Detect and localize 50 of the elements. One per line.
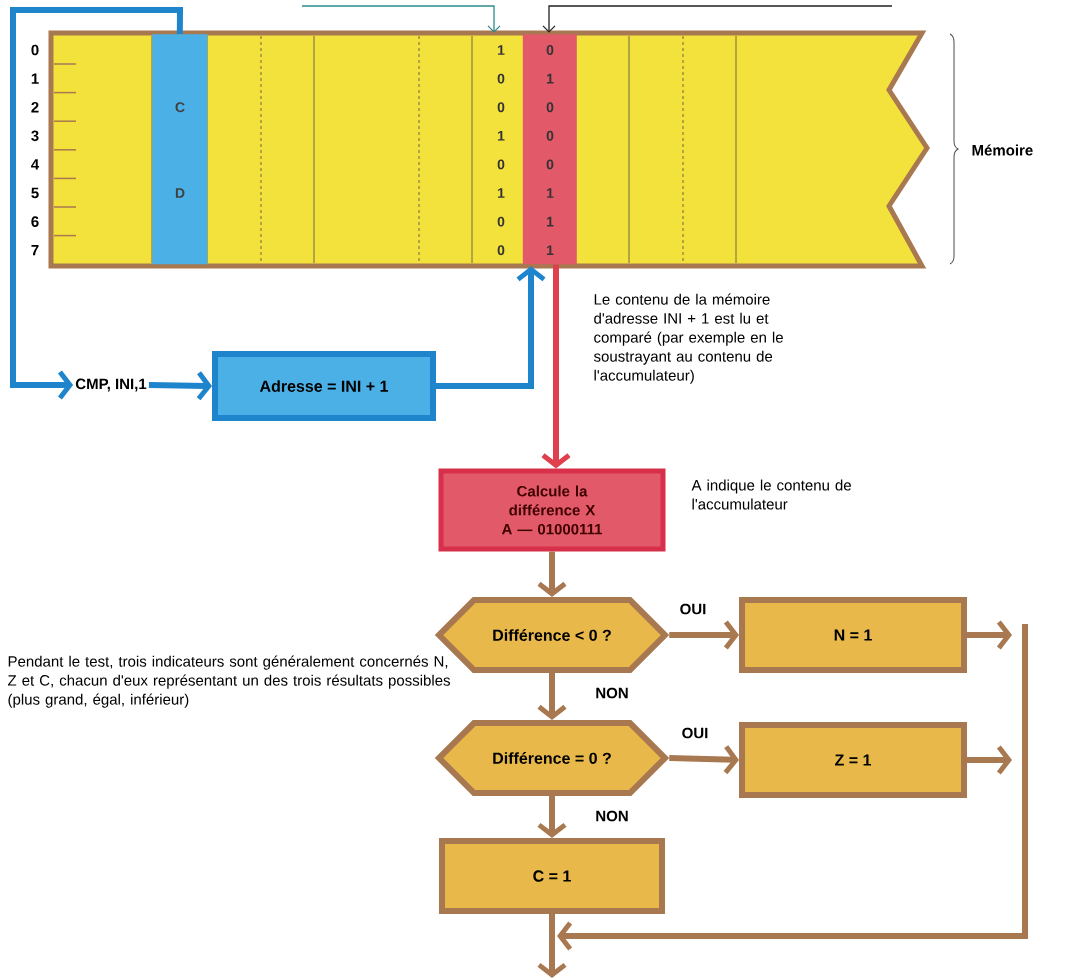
bit-digit: 1 [547,188,554,198]
arrow [537,914,567,978]
arrow [436,266,546,389]
bit-digit: 0 [497,159,505,170]
bit-digit: 0 [546,159,554,170]
memory-label: Mémoire [972,144,1033,156]
arrow [10,7,184,400]
column-letter: C [175,102,185,113]
column-letter: D [175,188,185,198]
note-text: Pendant le test, trois indicateurs sont généralement concernés N, Z et C, chacun d'eux représentant un des trois résultats possibles (plus grand, égal, inférieur) [8,655,450,708]
row-number: 0 [31,44,39,56]
bit-digit: 1 [547,216,554,227]
bit-digit: 0 [497,73,505,84]
arrow [301,5,501,33]
process-box: Adresse = INI + 1 [212,351,436,421]
decision-hexagon: Différence = 0 ? [434,720,670,796]
note-text: Le contenu de la mémoire d'adresse INI + 1 est lu et comparé (par exemple en le soustrayant au contenu de l'accumulateur) [593,293,783,384]
process-box: Calcule la différence X A — 01000111 [438,468,666,552]
bit-digit: 0 [497,245,505,256]
bit-digit: 1 [547,73,554,84]
bit-digit: 0 [497,216,505,227]
row-number: 6 [31,216,39,227]
edge-label: OUI [680,603,706,615]
row-number: 2 [31,101,39,113]
arrow [541,264,571,469]
process-box: N = 1 [739,597,967,673]
row-number: 4 [31,159,40,170]
edge-label: NON [596,810,628,822]
process-box: Z = 1 [739,722,967,798]
instruction-text: CMP, INI,1 [75,378,147,392]
row-number: 1 [31,73,39,84]
process-box: C = 1 [439,838,665,914]
bit-digit: 1 [498,45,505,55]
arrow [669,620,739,650]
bit-digit: 0 [497,102,505,113]
bit-digit: 0 [546,130,554,141]
row-number: 3 [31,130,39,142]
bit-digit: 1 [498,131,505,141]
row-number: 7 [31,245,39,256]
edge-label: NON [596,687,628,699]
note-text: A indique le contenu de l'accumulateur [691,479,851,510]
bit-digit: 0 [546,102,554,113]
arrow [148,371,212,401]
arrow [542,5,893,33]
bit-digit: 0 [546,45,554,55]
bit-digit: 1 [547,245,554,255]
row-number: 5 [31,187,39,199]
bit-digit: 1 [498,188,505,198]
edge-label: OUI [682,727,708,739]
arrow [669,745,739,775]
